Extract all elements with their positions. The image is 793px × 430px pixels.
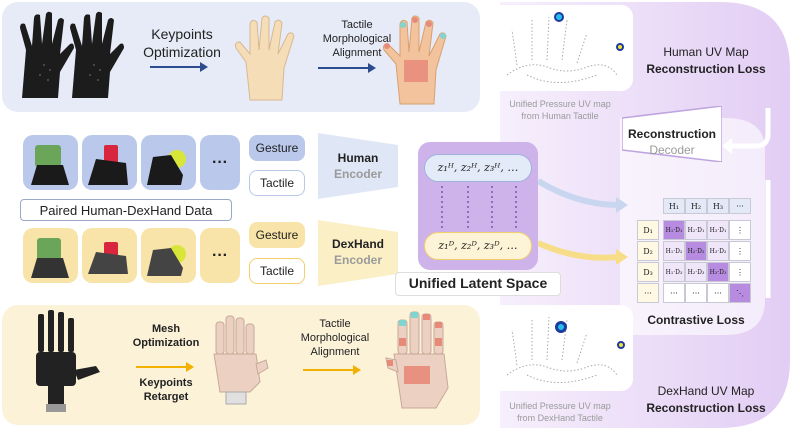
human-tactile-input: Tactile: [249, 170, 305, 196]
dexhand-encoder: [318, 220, 398, 286]
matrix-cell: ···: [663, 283, 685, 303]
matrix-cell: ···: [685, 283, 707, 303]
human-grasp-cup-image: [82, 135, 137, 190]
latent-space-label: Unified Latent Space: [395, 272, 561, 296]
human-grasp-sponge-image: [23, 135, 78, 190]
human-encoder: [318, 133, 398, 199]
more-samples-ellipsis: ···: [200, 135, 240, 190]
matrix-cell-diagonal: H₁·D₁: [663, 220, 685, 240]
matrix-row-header: D₃: [637, 262, 659, 282]
dexhand-latent-vector: z₁ᴰ, z₂ᴰ, z₃ᴰ, …: [424, 232, 532, 260]
matrix-row-header: D₂: [637, 241, 659, 261]
latent-dots: [441, 186, 517, 230]
dexhand-gesture-input: Gesture: [249, 222, 305, 248]
matrix-cell-diagonal: H₃·D₃: [707, 262, 729, 282]
matrix-cell: H₁·D₃: [663, 262, 685, 282]
arrow-right-icon: [150, 62, 208, 72]
arrow-right-icon: [303, 365, 361, 375]
more-samples-ellipsis: ···: [200, 228, 240, 283]
pressure-uv-map-icon: [506, 316, 625, 383]
matrix-cell: ⋮: [729, 220, 751, 240]
matrix-row-header: D₁: [637, 220, 659, 240]
human-grasp-ball-image: [141, 135, 196, 190]
matrix-cell: H₃·D₂: [707, 241, 729, 261]
human-gesture-input: Gesture: [249, 135, 305, 161]
matrix-cell: H₃·D₁: [707, 220, 729, 240]
dexhand-grasp-ball-image: [141, 228, 196, 283]
matrix-cell: ⋮: [729, 241, 751, 261]
matrix-col-header: H₁: [663, 198, 685, 214]
glove-pair-image: [20, 11, 124, 98]
dexhand-tactile-model: [385, 311, 449, 409]
matrix-cell: ⋮: [729, 262, 751, 282]
human-latent-vector: z₁ᴴ, z₂ᴴ, z₃ᴴ, …: [424, 154, 532, 182]
arrow-right-icon: [318, 63, 376, 73]
dexhand-grasp-cup-image: [82, 228, 137, 283]
matrix-cell: H₂·D₃: [685, 262, 707, 282]
dexhand-grasp-sponge-image: [23, 228, 78, 283]
matrix-cell: H₁·D₂: [663, 241, 685, 261]
matrix-cell: ···: [707, 283, 729, 303]
contrastive-loss-label: Contrastive Loss: [647, 313, 745, 327]
matrix-col-header: H₃: [707, 198, 729, 214]
human-hand-model: [235, 15, 295, 101]
latent-to-contrastive-arrows: [538, 178, 628, 265]
pressure-uv-map-icon: [506, 12, 624, 83]
robot-dexhand-image: [36, 310, 100, 412]
matrix-cell-diagonal: H₂·D₂: [685, 241, 707, 261]
human-hand-tactile-model: [383, 15, 447, 105]
matrix-cell-diagonal: ⋱: [729, 283, 751, 303]
matrix-col-header: ···: [729, 198, 751, 214]
matrix-cell: H₂·D₁: [685, 220, 707, 240]
human-uv-map: [487, 5, 633, 91]
paired-data-label: Paired Human-DexHand Data: [20, 199, 232, 221]
arrow-right-icon: [136, 362, 194, 372]
matrix-row-header: ···: [637, 283, 659, 303]
reconstruction-decoder: [622, 106, 722, 162]
matrix-col-header: H₂: [685, 198, 707, 214]
loss-feedback-arrows: [722, 108, 771, 298]
dexhand-uv-map: [487, 305, 633, 391]
dexhand-mesh-model: [213, 315, 269, 405]
dexhand-tactile-input: Tactile: [249, 258, 305, 284]
